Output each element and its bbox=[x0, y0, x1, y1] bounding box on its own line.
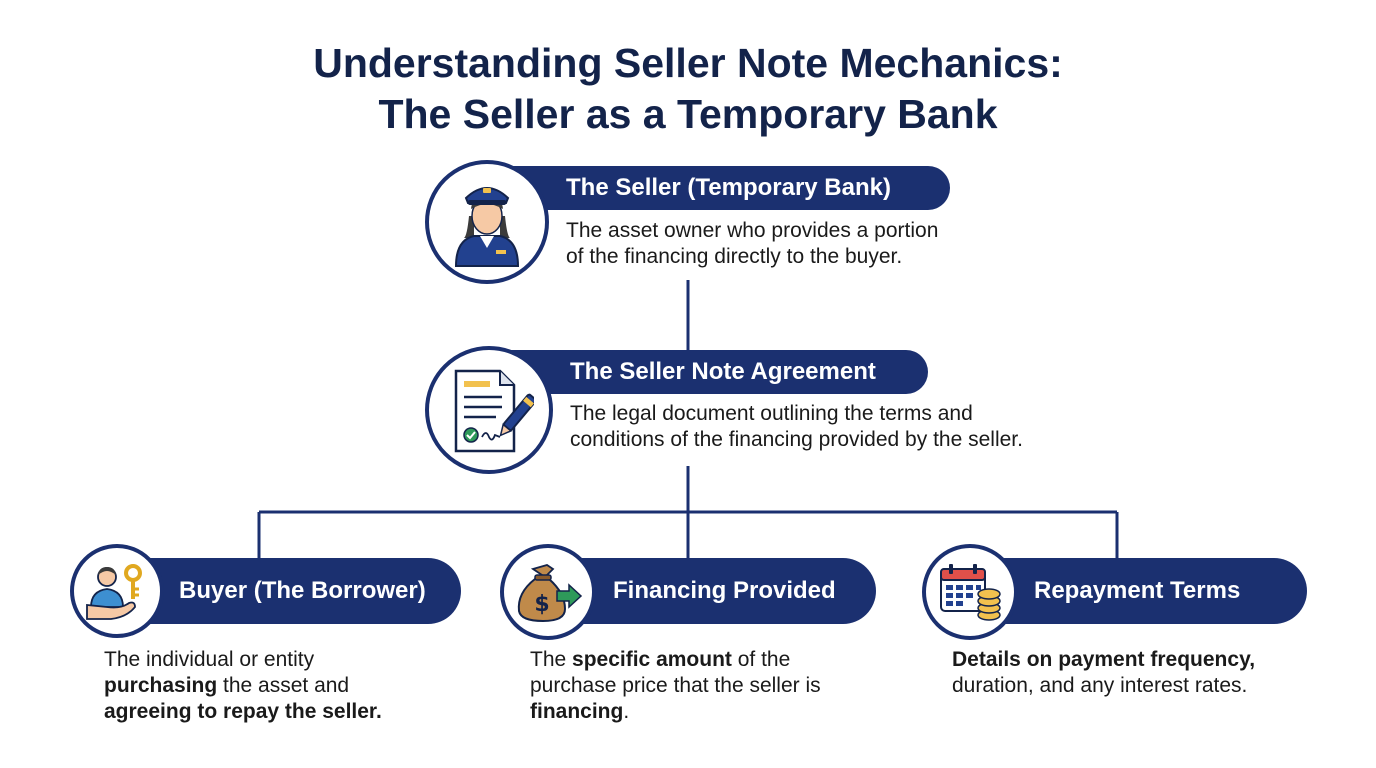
financing-desc-bold-3: financing bbox=[530, 700, 624, 723]
agreement-description: The legal document outlining the terms a… bbox=[570, 401, 1023, 453]
buyer-desc-bold-1: purchasing bbox=[104, 674, 218, 697]
seller-desc-line-1: The asset owner who provides a portion bbox=[566, 219, 939, 242]
buyer-desc-line-3: agreeing to repay the seller. bbox=[104, 699, 382, 725]
agreement-desc-line-1: The legal document outlining the terms a… bbox=[570, 402, 973, 425]
signed-document-icon bbox=[454, 369, 534, 453]
seller-person-icon bbox=[454, 187, 520, 267]
financing-label: Financing Provided bbox=[613, 577, 836, 604]
agreement-desc-line-2: conditions of the financing provided by … bbox=[570, 428, 1023, 451]
title-line-1: Understanding Seller Note Mechanics: bbox=[313, 40, 1063, 86]
buyer-icon-circle bbox=[70, 544, 164, 638]
buyer-desc-bold-2: agreeing to repay the seller. bbox=[104, 700, 382, 723]
financing-desc-text-3: . bbox=[623, 700, 630, 723]
seller-label: The Seller (Temporary Bank) bbox=[566, 174, 891, 201]
svg-text:$: $ bbox=[534, 592, 549, 617]
buyer-description: The individual or entity purchasing the … bbox=[104, 647, 382, 725]
calendar-coins-icon bbox=[940, 564, 1001, 621]
buyer-label-pill: Buyer (The Borrower) bbox=[130, 558, 461, 624]
buyer-desc-line-1: The individual or entity bbox=[104, 648, 315, 671]
buyer-label: Buyer (The Borrower) bbox=[179, 577, 426, 604]
repayment-desc-line-1: Details on payment frequency, bbox=[952, 647, 1255, 673]
title-line-2: The Seller as a Temporary Bank bbox=[378, 91, 998, 137]
diagram-title: Understanding Seller Note Mechanics: The… bbox=[0, 38, 1376, 140]
financing-desc-line-1: The specific amount of the bbox=[530, 647, 821, 673]
buyer-desc-text-2: the asset and bbox=[217, 674, 350, 697]
money-bag-icon: $ bbox=[517, 564, 583, 623]
seller-desc-line-2: of the financing directly to the buyer. bbox=[566, 245, 903, 268]
repayment-desc-line-2: duration, and any interest rates. bbox=[952, 674, 1248, 697]
financing-icon-circle: $ bbox=[500, 544, 596, 640]
seller-icon-circle bbox=[425, 160, 549, 284]
financing-desc-text-1c: of the bbox=[731, 648, 791, 671]
seller-label-pill: The Seller (Temporary Bank) bbox=[500, 166, 950, 210]
repayment-description: Details on payment frequency, duration, … bbox=[952, 647, 1255, 699]
financing-desc-line-3: financing. bbox=[530, 699, 821, 725]
seller-description: The asset owner who provides a portion o… bbox=[566, 218, 938, 270]
financing-description: The specific amount of the purchase pric… bbox=[530, 647, 821, 725]
buyer-key-icon bbox=[86, 564, 142, 620]
financing-label-pill: Financing Provided bbox=[560, 558, 876, 624]
buyer-desc-line-2: purchasing the asset and bbox=[104, 673, 382, 699]
agreement-label: The Seller Note Agreement bbox=[570, 358, 876, 385]
financing-desc-line-2: purchase price that the seller is bbox=[530, 674, 821, 697]
repayment-desc-bold-1: Details on payment frequency, bbox=[952, 648, 1256, 671]
repayment-icon-circle bbox=[922, 544, 1018, 640]
financing-desc-bold-1: specific amount bbox=[572, 648, 732, 671]
agreement-icon-circle bbox=[425, 346, 553, 474]
repayment-label-pill: Repayment Terms bbox=[982, 558, 1307, 624]
repayment-label: Repayment Terms bbox=[1034, 577, 1241, 604]
agreement-label-pill: The Seller Note Agreement bbox=[500, 350, 928, 394]
financing-desc-text-1a: The bbox=[530, 648, 573, 671]
